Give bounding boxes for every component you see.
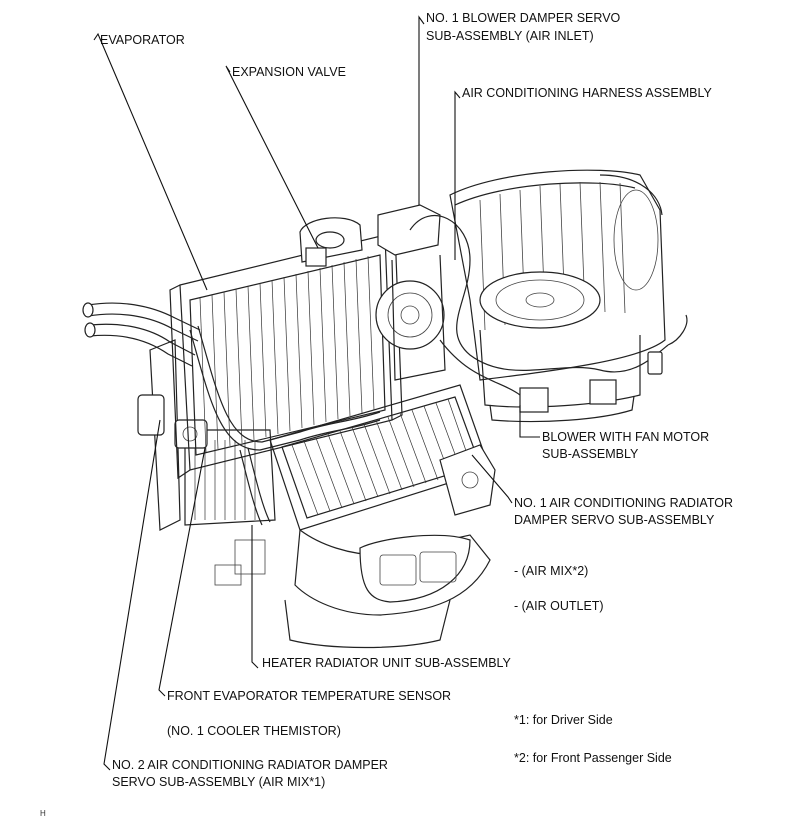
label-evaporator: EVAPORATOR	[100, 33, 185, 47]
label-air-outlet: - (AIR OUTLET)	[514, 599, 604, 613]
corner-mark: H	[40, 809, 46, 818]
label-blower-damper-servo-line1: NO. 1 BLOWER DAMPER SERVO	[426, 11, 621, 25]
note-passenger-side: *2: for Front Passenger Side	[514, 751, 672, 765]
no1-radiator-damper-servo	[439, 444, 496, 516]
label-heater-radiator: HEATER RADIATOR UNIT SUB-ASSEMBLY	[262, 656, 512, 670]
label-no1-radiator-damper-line1: NO. 1 AIR CONDITIONING RADIATOR	[514, 496, 733, 510]
refrigerant-pipe	[189, 325, 381, 526]
leader-heater-radiator	[251, 525, 259, 669]
leader-lines	[93, 15, 540, 771]
label-air-mix-2: - (AIR MIX*2)	[514, 564, 588, 578]
leader-no2-radiator-damper	[103, 419, 161, 771]
leader-no1-radiator-damper	[471, 454, 513, 504]
note-driver-side: *1: for Driver Side	[514, 713, 613, 727]
label-ac-harness: AIR CONDITIONING HARNESS ASSEMBLY	[462, 86, 712, 100]
label-front-evap-sensor: FRONT EVAPORATOR TEMPERATURE SENSOR	[167, 689, 451, 703]
leader-ac-harness	[454, 90, 461, 260]
label-no2-radiator-damper-line1: NO. 2 AIR CONDITIONING RADIATOR DAMPER	[112, 758, 388, 772]
blower-fan-motor	[479, 271, 641, 423]
hvac-assembly-illustration	[82, 169, 688, 649]
leader-expansion-valve	[225, 65, 319, 249]
leader-blower-damper-servo	[418, 15, 425, 205]
ac-harness-wire	[409, 215, 688, 396]
footnotes: *1: for Driver Side *2: for Front Passen…	[514, 713, 672, 765]
callout-labels: EVAPORATOR EXPANSION VALVE NO. 1 BLOWER …	[100, 11, 733, 789]
label-blower-damper-servo-line2: SUB-ASSEMBLY (AIR INLET)	[426, 29, 594, 43]
blower-damper-servo	[375, 204, 446, 381]
air-outlet-duct	[214, 528, 491, 649]
leader-front-evap-sensor	[158, 447, 206, 697]
label-no1-radiator-damper-line2: DAMPER SERVO SUB-ASSEMBLY	[514, 513, 715, 527]
heater-pipes	[82, 302, 201, 367]
leader-evaporator	[93, 32, 208, 291]
expansion-valve	[299, 217, 363, 267]
blower-case	[449, 169, 666, 381]
label-no2-radiator-damper-line2: SERVO SUB-ASSEMBLY (AIR MIX*1)	[112, 775, 325, 789]
label-cooler-themistor: (NO. 1 COOLER THEMISTOR)	[167, 724, 341, 738]
leader-blower-fan-motor	[519, 405, 540, 438]
label-blower-fan-motor-line2: SUB-ASSEMBLY	[542, 447, 639, 461]
label-expansion-valve: EXPANSION VALVE	[232, 65, 346, 79]
lower-left-housing	[137, 339, 276, 531]
label-blower-fan-motor-line1: BLOWER WITH FAN MOTOR	[542, 430, 709, 444]
